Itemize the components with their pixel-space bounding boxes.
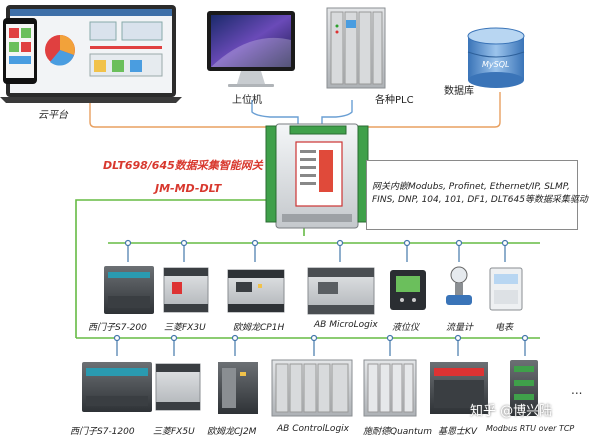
schneider-quantum-device xyxy=(363,359,417,417)
host-lan-line xyxy=(251,100,299,127)
device-label-row2: 欧姆龙CJ2M xyxy=(207,427,257,437)
ab-micrologix-device xyxy=(307,267,375,315)
more-devices-ellipsis: ... xyxy=(571,383,583,397)
connection-lines xyxy=(75,92,540,339)
gateway-device xyxy=(265,123,369,229)
database-label: 数据库 xyxy=(444,86,474,97)
plc-label: 各种PLC xyxy=(375,95,414,106)
plc-lan-line xyxy=(321,100,353,127)
device-label-row1: 液位仪 xyxy=(392,323,420,333)
device-label-row1: 三菱FX3U xyxy=(164,323,206,333)
protocol-note-box: 网关内嵌Modubs, Profinet, Ethernet/IP, SLMP,… xyxy=(366,160,588,230)
host-label: 上位机 xyxy=(232,95,262,106)
device-label-row2: Modbus RTU over TCP xyxy=(486,424,575,433)
keyence-kv-device xyxy=(430,362,488,414)
device-label-row2: 西门子S7-1200 xyxy=(70,427,135,437)
device-label-row1: 电表 xyxy=(495,323,514,333)
omron-cp1h-device xyxy=(227,269,285,313)
left-bus-riser xyxy=(75,199,268,338)
protocol-note-line2: FINS, DNP, 104, 101, DF1, DLT645等数据采集驱动 xyxy=(372,195,588,205)
plc-rack xyxy=(326,7,386,89)
omron-cj2m-device xyxy=(218,362,258,414)
gateway-model: JM-MD-DLT xyxy=(155,182,222,195)
siemens-s7-200-device xyxy=(104,266,154,314)
cloud-platform-laptop xyxy=(0,5,182,103)
mitsubishi-fx3u-device xyxy=(163,267,209,313)
database-logo: MySQL xyxy=(482,60,509,69)
device-label-row2: 基恩士KV xyxy=(438,427,478,437)
row1-taps xyxy=(124,239,509,262)
mitsubishi-fx5u-device xyxy=(155,363,201,411)
flow-meter-device xyxy=(446,266,472,305)
device-label-row2: 施耐德Quantum xyxy=(363,427,433,437)
watermark: 知乎 @博兴陆 xyxy=(470,404,553,419)
gateway-title: DLT698/645数据采集智能网关 xyxy=(103,159,263,172)
host-monitor xyxy=(207,11,295,87)
device-label-row2: 三菱FX5U xyxy=(153,427,195,437)
database-ethernet-line xyxy=(355,92,501,128)
cloud-platform-label: 云平台 xyxy=(38,110,68,121)
electric-meter-device xyxy=(489,267,523,311)
ab-controllogix-device xyxy=(271,359,353,417)
device-label-row1: 欧姆龙CP1H xyxy=(233,323,285,333)
modbus-rtu-device xyxy=(510,360,538,416)
device-label-row1: AB MicroLogix xyxy=(314,320,378,330)
device-label-row1: 西门子S7-200 xyxy=(88,323,147,333)
cloud-ethernet-line xyxy=(89,100,275,128)
device-label-row2: AB ControlLogix xyxy=(277,424,349,434)
level-meter-device xyxy=(390,270,426,310)
database-icon xyxy=(467,27,525,88)
protocol-note-line1: 网关内嵌Modubs, Profinet, Ethernet/IP, SLMP, xyxy=(372,182,570,192)
siemens-s7-1200-device xyxy=(82,362,152,412)
device-label-row1: 流量计 xyxy=(446,323,474,333)
row2-taps xyxy=(113,334,529,356)
